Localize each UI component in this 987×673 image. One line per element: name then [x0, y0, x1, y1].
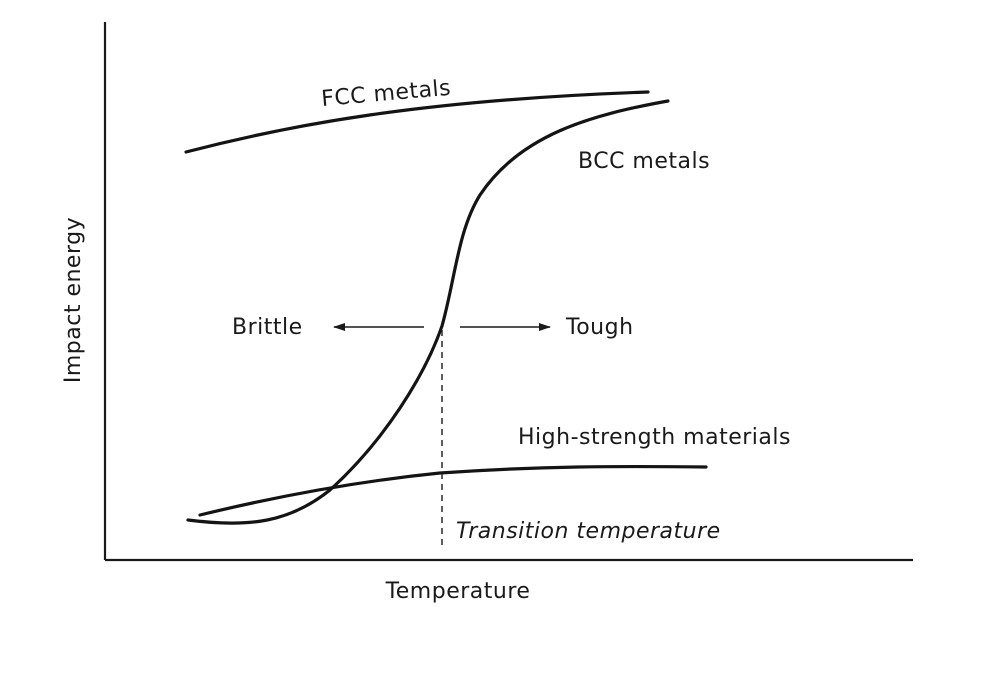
series-label-bcc-metals: BCC metals [578, 149, 710, 174]
y-axis-label: Impact energy [61, 217, 86, 383]
series-line-bcc-metals [186, 99, 670, 525]
x-axis-label: Temperature [385, 579, 531, 604]
series-label-high-strength-materials: High-strength materials [518, 425, 791, 450]
series-line-high-strength-materials [198, 464, 708, 517]
series-line-fcc-metals [184, 90, 650, 154]
annotation-transition-temperature: Transition temperature [456, 519, 721, 544]
annotation-brittle: Brittle [232, 315, 303, 340]
annotation-tough: Tough [565, 315, 634, 340]
